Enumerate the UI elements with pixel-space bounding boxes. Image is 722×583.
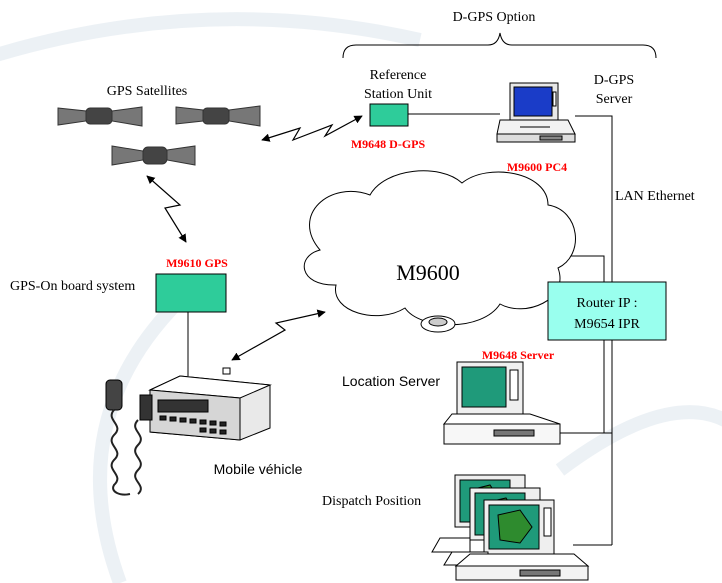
gps-onboard-unit (155, 273, 227, 313)
m9648-dgps-label: M9648 D-GPS (351, 137, 426, 151)
radio-link-satellite-gps (146, 175, 187, 243)
reference-station-label-line2: Station Unit (364, 87, 432, 102)
gps-onboard-label: GPS-On board system (10, 279, 135, 294)
dgps-server-computer-icon (496, 82, 576, 143)
gps-satellites-label: GPS Satellites (107, 84, 188, 99)
router-ip-box (547, 281, 667, 341)
mobile-radio-icon (105, 375, 272, 441)
network-label: M9600 (396, 260, 460, 285)
reference-station-label-line1: Reference (370, 68, 427, 83)
router-label-line2: M9654 IPR (574, 317, 640, 332)
dgps-server-label-line1: D-GPS (594, 73, 634, 88)
dgps-option-brace (342, 32, 657, 59)
dgps-option-label: D-GPS Option (453, 10, 536, 25)
dispatch-position-computer-icon (431, 474, 590, 581)
location-server-label: Location Server (342, 373, 440, 389)
radio-link-satellite-reference (261, 115, 363, 142)
lan-ethernet-cable (408, 113, 613, 546)
router-label-line1: Router IP : (577, 296, 638, 311)
background-decoration (0, 12, 722, 583)
lan-ethernet-label: LAN Ethernet (615, 189, 695, 204)
dispatch-position-label: Dispatch Position (322, 494, 421, 509)
m9600-pc4-label: M9600 PC4 (507, 160, 567, 174)
handset-coil-cable (110, 409, 142, 496)
antenna-disc-icon (420, 315, 456, 333)
reference-station-unit (369, 103, 409, 127)
location-server-computer-icon (442, 361, 561, 445)
radio-link-vehicle-cloud (231, 309, 326, 361)
satellite-icon (57, 106, 143, 127)
vehicle-antenna (222, 367, 231, 375)
m9610-gps-label: M9610 GPS (166, 256, 228, 270)
m9648-server-label: M9648 Server (482, 348, 555, 362)
satellite-icon (175, 105, 261, 127)
mobile-vehicle-label: Mobile véhicle (214, 461, 303, 477)
m9600-network-cloud (303, 170, 576, 326)
satellite-icon (111, 145, 196, 166)
dgps-server-label-line2: Server (596, 92, 633, 107)
